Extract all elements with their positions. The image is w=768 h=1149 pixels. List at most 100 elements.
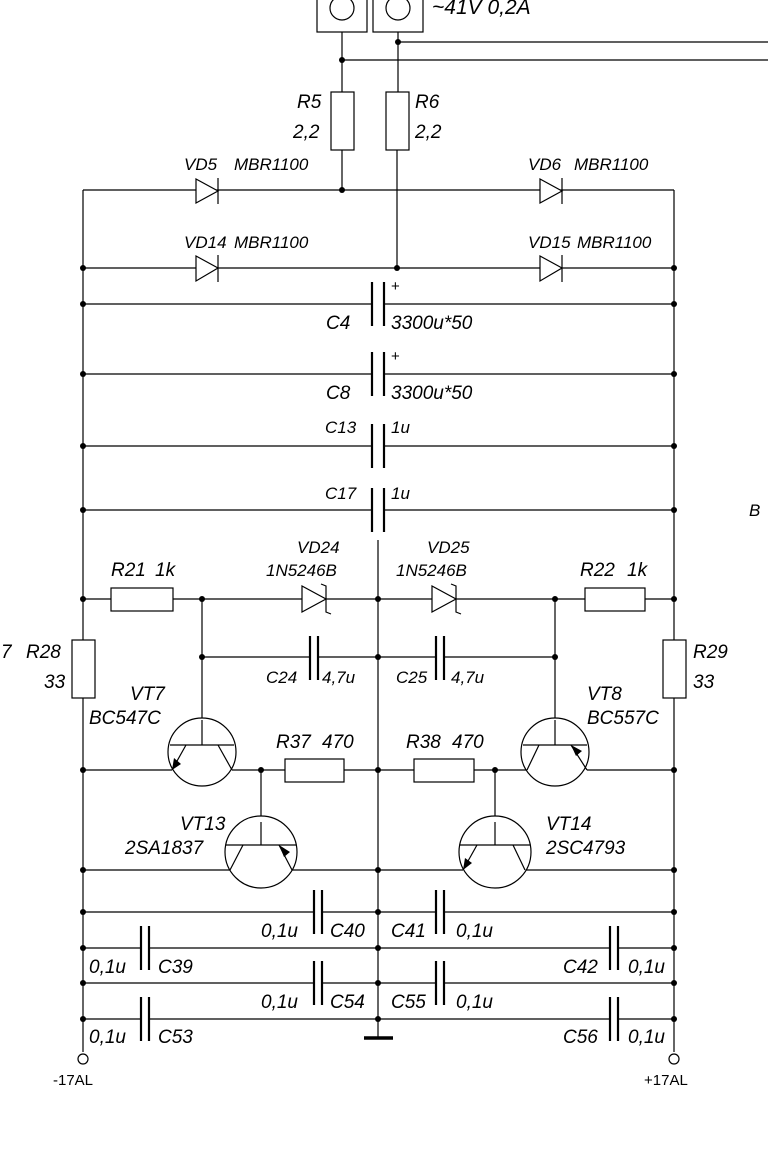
r21-ref: R21 <box>111 560 146 581</box>
r37-ref: R37 <box>276 732 312 753</box>
c53-ref: C53 <box>158 1027 193 1048</box>
capacitor-c13 <box>80 424 677 468</box>
rectifier-row-1 <box>83 187 674 193</box>
c24-value: 4,7u <box>322 668 356 687</box>
c41-value: 0,1u <box>456 921 493 942</box>
c42-value: 0,1u <box>628 957 665 978</box>
c41-ref: C41 <box>391 921 426 942</box>
vd14-ref: VD14 <box>184 233 227 252</box>
capacitor-c24 <box>199 636 381 680</box>
r29-value: 33 <box>693 672 715 693</box>
r37-value: 470 <box>322 732 354 753</box>
capacitor-c54 <box>80 961 381 1005</box>
diode-vd24 <box>301 583 332 615</box>
r38-ref: R38 <box>406 732 441 753</box>
terminal-negative <box>77 1053 89 1065</box>
vd25-ref: VD25 <box>427 538 470 557</box>
diode-vd5 <box>195 177 220 205</box>
resistor-r22 <box>584 587 646 612</box>
capacitor-c40 <box>80 890 381 934</box>
capacitor-c4 <box>80 282 677 326</box>
terminal-positive-label: +17AL <box>644 1072 688 1089</box>
r5-value: 2,2 <box>292 122 320 143</box>
vd15-ref: VD15 <box>528 233 571 252</box>
c55-ref: C55 <box>391 992 426 1013</box>
r6-ref: R6 <box>415 92 440 113</box>
vd15-value: MBR1100 <box>577 233 652 252</box>
c4-polarity: + <box>391 278 400 295</box>
r29-ref: R29 <box>693 642 728 663</box>
c56-value: 0,1u <box>628 1027 665 1048</box>
capacitor-c53 <box>80 997 381 1041</box>
source-rating-label: ~41V 0,2A <box>432 0 531 19</box>
resistor-r21 <box>110 587 174 612</box>
c13-value: 1u <box>391 418 410 437</box>
terminal-positive <box>668 1053 680 1065</box>
c4-ref: C4 <box>326 313 350 334</box>
capacitor-c56 <box>378 997 677 1041</box>
resistor-r28 <box>71 639 96 699</box>
vd24-value: 1N5246B <box>266 561 337 580</box>
r5-ref: R5 <box>297 92 322 113</box>
diode-vd25 <box>431 583 462 615</box>
c25-value: 4,7u <box>451 668 485 687</box>
capacitor-c17 <box>80 488 677 532</box>
vt13-ref: VT13 <box>180 814 226 835</box>
resistor-r38 <box>413 758 475 783</box>
right-edge-label: B <box>749 501 760 520</box>
vd25-value: 1N5246B <box>396 561 467 580</box>
c17-ref: C17 <box>325 484 357 503</box>
vd14-value: MBR1100 <box>234 233 309 252</box>
vd6-ref: VD6 <box>528 155 562 174</box>
c39-ref: C39 <box>158 957 193 978</box>
c55-value: 0,1u <box>456 992 493 1013</box>
vt13-value: 2SA1837 <box>124 838 205 859</box>
vt8-value: BC557C <box>587 708 659 729</box>
input-wires <box>339 32 768 92</box>
resistor-r5 <box>330 91 355 190</box>
c54-value: 0,1u <box>261 992 298 1013</box>
c53-value: 0,1u <box>89 1027 126 1048</box>
vt7-value: BC547C <box>89 708 161 729</box>
c17-value: 1u <box>391 484 410 503</box>
terminal-negative-label: -17AL <box>53 1072 93 1089</box>
c8-ref: C8 <box>326 383 351 404</box>
output-row <box>80 867 677 873</box>
c13-ref: C13 <box>325 418 357 437</box>
c56-ref: C56 <box>563 1027 598 1048</box>
r21-value: 1k <box>155 560 177 581</box>
c8-polarity: + <box>391 348 400 365</box>
capacitor-c42 <box>378 926 677 970</box>
c4-value: 3300u*50 <box>391 313 473 334</box>
r6-value: 2,2 <box>414 122 442 143</box>
left-edge-label: 7 <box>1 642 13 663</box>
vt8-ref: VT8 <box>587 684 622 705</box>
capacitor-c41 <box>378 890 677 934</box>
c54-ref: C54 <box>330 992 365 1013</box>
transistor-vt14 <box>458 815 532 889</box>
capacitor-c8 <box>80 352 677 396</box>
vd5-value: MBR1100 <box>234 155 309 174</box>
c25-ref: C25 <box>396 668 428 687</box>
r22-ref: R22 <box>580 560 615 581</box>
resistor-r37 <box>284 758 345 783</box>
vt14-value: 2SC4793 <box>545 838 626 859</box>
c40-ref: C40 <box>330 921 365 942</box>
c8-value: 3300u*50 <box>391 383 473 404</box>
c39-value: 0,1u <box>89 957 126 978</box>
diode-vd14 <box>195 254 220 283</box>
r22-value: 1k <box>627 560 649 581</box>
resistor-r6 <box>385 91 410 268</box>
transistor-vt8 <box>520 717 590 787</box>
transistor-vt13 <box>224 815 298 889</box>
r28-ref: R28 <box>26 642 61 663</box>
vd5-ref: VD5 <box>184 155 218 174</box>
rectifier-row-2 <box>80 265 677 271</box>
driver-row <box>80 767 677 822</box>
diode-vd15 <box>539 254 564 283</box>
c24-ref: C24 <box>266 668 297 687</box>
r28-value: 33 <box>44 672 66 693</box>
c42-ref: C42 <box>563 957 598 978</box>
resistor-r29 <box>662 639 687 699</box>
